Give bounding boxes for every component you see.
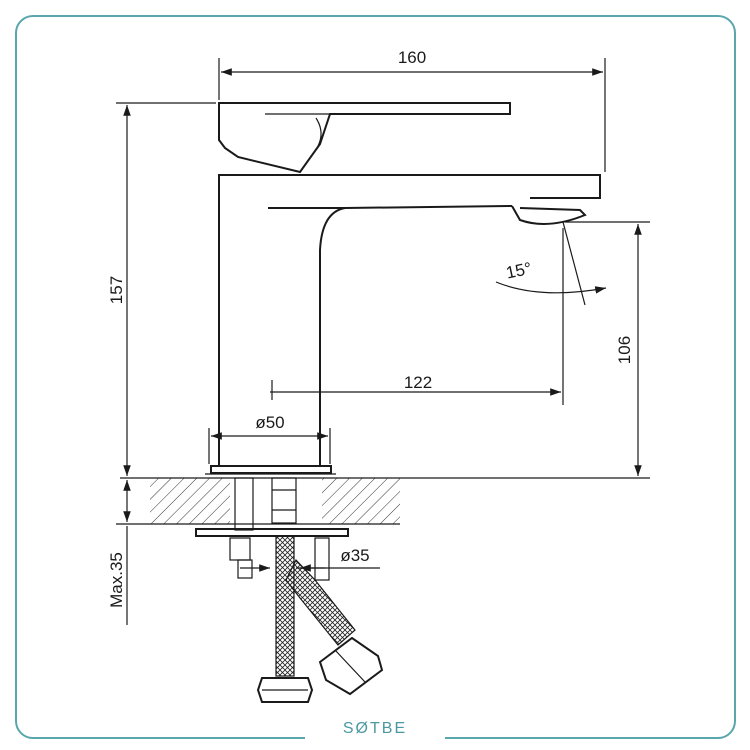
- dimension-max-thickness: Max.35: [107, 480, 150, 625]
- dimension-angle: 15°: [495, 221, 607, 306]
- brand-logo: SØTBE: [305, 718, 445, 740]
- dimension-spout-height: 106: [400, 221, 650, 479]
- countertop: [120, 477, 400, 525]
- dimension-base-diameter: ø50: [208, 413, 331, 464]
- dimension-angle-label: 15°: [504, 259, 533, 283]
- dimension-hole-label: ø35: [340, 546, 369, 565]
- dimension-reach-label: 122: [404, 373, 432, 392]
- dimension-width-label: 160: [398, 48, 426, 67]
- dimension-reach: 122: [270, 228, 564, 405]
- dimension-max-label: Max.35: [107, 552, 126, 608]
- dimension-hole-diameter: ø35: [240, 546, 380, 572]
- dimension-width: 160: [218, 48, 606, 172]
- dimension-base-label: ø50: [255, 413, 284, 432]
- faucet-body: [205, 102, 601, 475]
- dimension-spout-height-label: 106: [615, 336, 634, 364]
- dimension-height-label: 157: [107, 276, 126, 304]
- dimension-height: 157: [107, 102, 216, 476]
- fixing-kit: [195, 477, 384, 703]
